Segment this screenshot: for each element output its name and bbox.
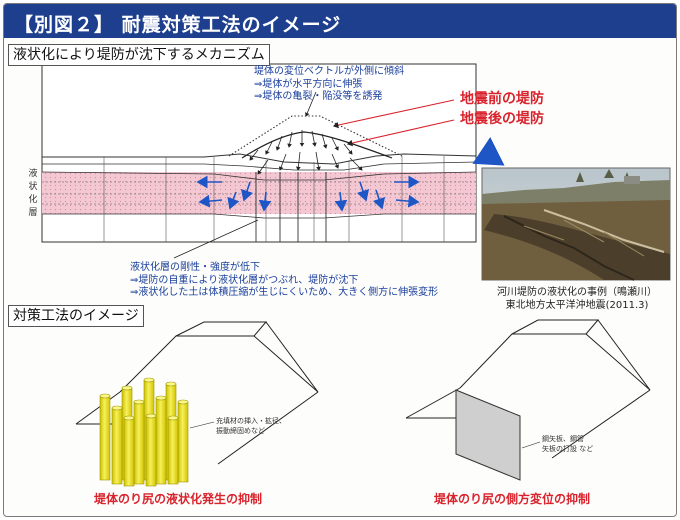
right-method-note: 鋼矢板、鋼管 矢板の打設 など xyxy=(542,434,593,454)
legend-after: 地震後の堤防 xyxy=(460,111,544,127)
right-note-line: 鋼矢板、鋼管 xyxy=(542,435,584,443)
top-note-line: ⇒堤体の亀裂・陥没等を誘発 xyxy=(254,91,383,102)
compaction-columns xyxy=(99,377,189,487)
side-label-char: 化 xyxy=(28,195,38,205)
sheet-pile-wall xyxy=(455,389,521,481)
liquefied-layer xyxy=(42,172,476,214)
legend-before: 地震前の堤防 xyxy=(460,91,544,107)
bottom-note-line: 液状化層の剛性・強度が低下 xyxy=(130,262,260,273)
top-note-line: 堤体の変位ベクトルが外側に傾斜 xyxy=(254,66,404,77)
top-note-line: ⇒堤体が水平方向に伸張 xyxy=(254,78,363,90)
photo-pointer-arrow xyxy=(472,136,505,166)
page-title: 【別図２】 耐震対策工法のイメージ xyxy=(14,14,342,36)
side-label-char: 液 xyxy=(28,169,38,179)
liquefied-layer-label: 液 状 化 層 xyxy=(26,168,40,220)
figure-drawing xyxy=(41,63,671,487)
right-measure-caption: 堤体のり尻の側方変位の抑制 xyxy=(434,492,591,506)
measures-section-title: 対策工法のイメージ xyxy=(8,305,144,327)
bottom-note: 液状化層の剛性・強度が低下 ⇒堤防の自重により液状化層がつぶれ、堤防が沈下 ⇒液… xyxy=(130,262,438,300)
left-note-line: 振動締固めなど xyxy=(216,427,265,435)
left-note-line: 充填材の挿入・拡径、 xyxy=(216,417,286,425)
bottom-note-line: ⇒堤防の自重により液状化層がつぶれ、堤防が沈下 xyxy=(130,274,359,286)
side-label-char: 層 xyxy=(28,208,38,218)
left-measure-caption: 堤体のり尻の液状化発生の抑制 xyxy=(94,492,263,506)
photo-caption: 河川堤防の液状化の事例（鳴瀬川） 東北地方太平洋沖地震(2011.3) xyxy=(482,286,672,312)
bottom-note-line: ⇒液状化した土は体積圧縮が生じにくいため、大きく側方に伸張変形 xyxy=(130,287,439,298)
side-label-char: 状 xyxy=(28,182,38,192)
right-note-line: 矢板の打設 など xyxy=(542,445,594,453)
photo-caption-line: 河川堤防の液状化の事例（鳴瀬川） xyxy=(497,287,657,298)
mechanism-section-title: 液状化により堤防が沈下するメカニズム xyxy=(8,44,270,66)
top-note: 堤体の変位ベクトルが外側に傾斜 ⇒堤体が水平方向に伸張 ⇒堤体の亀裂・陥没等を誘… xyxy=(254,66,404,104)
figure-frame: 【別図２】 耐震対策工法のイメージ xyxy=(3,3,677,517)
soil-section xyxy=(41,63,477,243)
measure-right-sketch xyxy=(405,319,651,459)
header-bar: 【別図２】 耐震対策工法のイメージ xyxy=(4,4,676,38)
liquefaction-photo xyxy=(481,167,671,281)
left-method-note: 充填材の挿入・拡径、 振動締固めなど xyxy=(216,416,286,436)
photo-caption-line: 東北地方太平洋沖地震(2011.3) xyxy=(505,300,649,311)
